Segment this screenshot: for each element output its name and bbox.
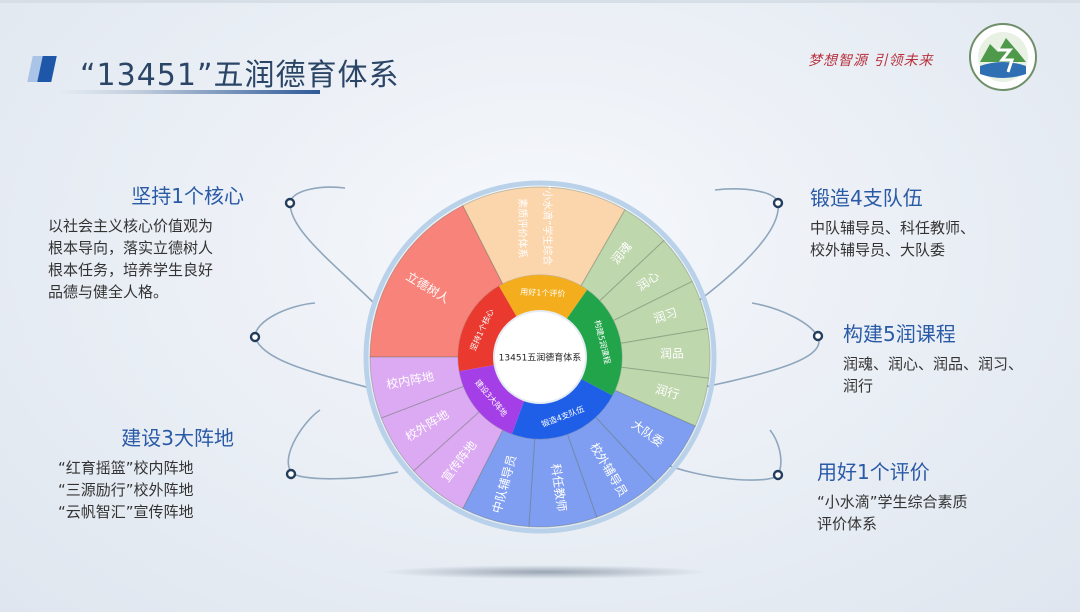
section-evaluation-line: 评价体系 [817, 515, 878, 533]
outer-label-courses: 润品 [660, 346, 684, 360]
wheel-shadow [380, 565, 710, 579]
node-courses [812, 330, 824, 342]
inner-segment [459, 364, 525, 435]
wheel-center-label: 13451五润德育体系 [499, 352, 582, 364]
node-middle-left [249, 331, 261, 343]
node-core [284, 197, 296, 209]
outer-label-evaluation: “小水滴”学生综合 [541, 185, 554, 265]
inner-segment [511, 378, 613, 439]
section-teams-title: 锻造4支队伍 [810, 186, 923, 210]
outer-label-evaluation: 素质评价体系 [516, 198, 529, 258]
section-core: 坚持1个核心 以社会主义核心价值观为 根本导向，落实立德树人 根本任务，培养学生… [48, 180, 248, 303]
section-core-line: 根本导向，落实立德树人 [48, 239, 214, 257]
inner-segment [457, 285, 517, 372]
section-evaluation-line: “小水滴”学生综合素质 [817, 493, 968, 511]
section-core-line: 品德与健全人格。 [48, 283, 169, 301]
section-bases-title: 建设3大阵地 [121, 426, 234, 450]
wheel-outer-halo [363, 180, 717, 534]
top-border [0, 0, 1080, 3]
section-teams-line: 中队辅导员、科任教师、 [810, 219, 976, 237]
section-courses-line: 润行 [843, 377, 874, 395]
node-bases [285, 468, 297, 480]
section-courses-title: 构建5润课程 [843, 322, 956, 346]
section-teams: 锻造4支队伍 中队辅导员、科任教师、 校外辅导员、大队委 [810, 182, 975, 261]
section-courses-line: 润魂、润心、润品、润习、 [843, 355, 1024, 373]
section-bases-line: “三源励行”校外阵地 [58, 481, 194, 499]
section-core-title: 坚持1个核心 [131, 184, 244, 208]
inner-label: 用好1个评价 [520, 287, 565, 299]
section-evaluation: 用好1个评价 “小水滴”学生综合素质 评价体系 [817, 456, 968, 535]
title-underline [58, 90, 320, 94]
inner-segment [499, 275, 588, 320]
outer-label-teams: 科任教师 [548, 463, 569, 513]
section-bases: 建设3大阵地 “红育摇篮”校内阵地 “三源励行”校外阵地 “云帆智汇”宣传阵地 [58, 422, 236, 523]
school-slogan: 梦想智源 引领未来 [808, 53, 934, 69]
section-teams-line: 校外辅导员、大队委 [810, 241, 946, 259]
section-core-line: 以社会主义核心价值观为 [48, 217, 214, 235]
node-evaluation [772, 469, 784, 481]
section-bases-line: “红育摇篮”校内阵地 [58, 459, 194, 477]
school-emblem-icon [969, 23, 1037, 91]
section-evaluation-title: 用好1个评价 [817, 460, 930, 484]
wheel: 立德树人“小水滴”学生综合素质评价体系润魂润心润习润品润行大队委校外辅导员科任教… [369, 185, 711, 528]
inner-segment [566, 289, 622, 396]
outer-label-courses: 润行 [654, 382, 681, 402]
section-core-line: 根本任务，培养学生良好 [48, 261, 214, 279]
section-bases-line: “云帆智汇”宣传阵地 [58, 503, 194, 521]
page-title: “13451”五润德育体系 [80, 58, 400, 93]
node-teams [772, 197, 784, 209]
wheel-center [493, 310, 587, 404]
section-courses: 构建5润课程 润魂、润心、润品、润习、 润行 [843, 318, 1023, 397]
connector-nodes [249, 197, 824, 481]
